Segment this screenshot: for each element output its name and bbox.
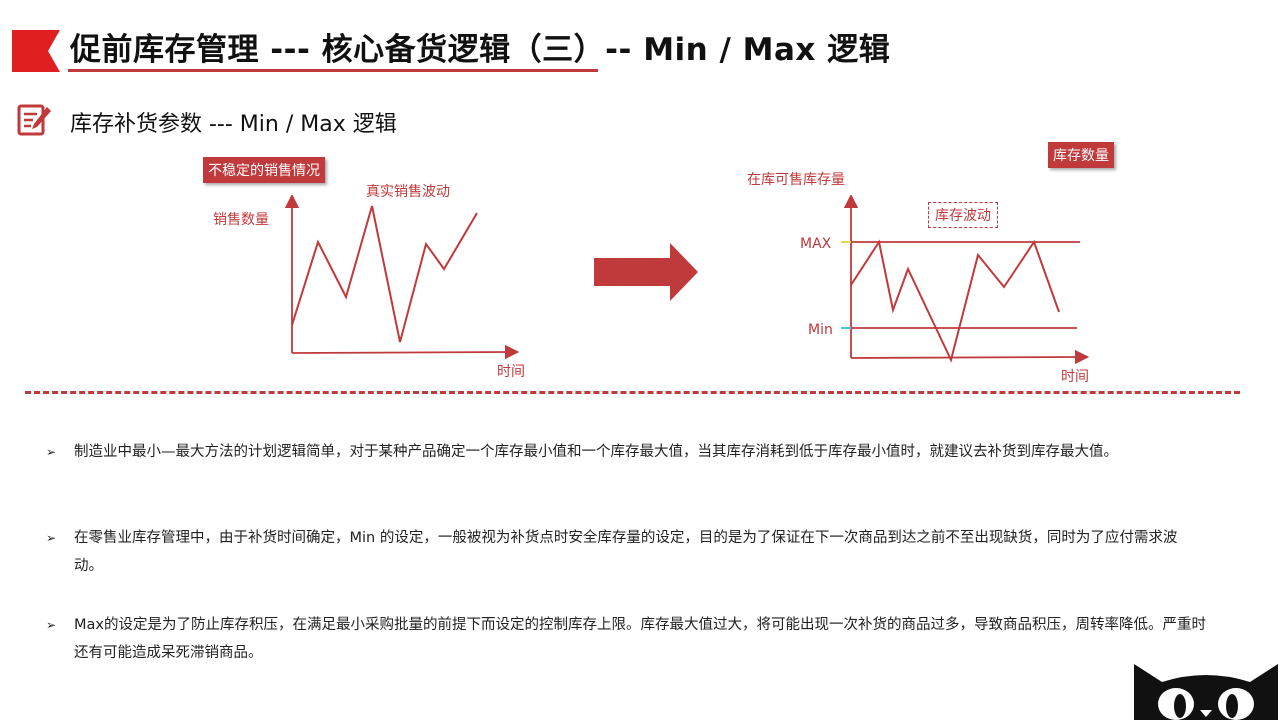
sales-fluctuation-line	[291, 205, 478, 343]
right-inventory-chart	[841, 195, 1090, 365]
right-chart-tag: 库存数量	[1048, 142, 1114, 168]
left-sales-chart	[284, 195, 520, 360]
right-chart-xlabel: 时间	[1061, 369, 1089, 385]
bullet-item: ➢ 制造业中最小—最大方法的计划逻辑简单，对于某种产品确定一个库存最小值和一个库…	[46, 438, 1206, 466]
max-label: MAX	[800, 236, 832, 252]
page-title: 促前库存管理 --- 核心备货逻辑（三）-- Min / Max 逻辑	[70, 32, 891, 68]
title-underline	[68, 69, 598, 72]
left-chart-annotation: 真实销售波动	[366, 184, 450, 200]
right-chart-ylabel: 在库可售库存量	[747, 172, 845, 188]
section-divider	[25, 391, 1240, 394]
min-label: Min	[808, 322, 833, 338]
left-chart-ylabel: 销售数量	[213, 212, 269, 228]
right-x-axis	[850, 349, 1090, 365]
inventory-fluctuation-line	[850, 239, 1060, 363]
left-chart-tag: 不稳定的销售情况	[203, 157, 325, 183]
bullet-arrow-icon: ➢	[46, 445, 57, 459]
bullet-item: ➢ Max的设定是为了防止库存积压，在满足最小采购批量的前提下而设定的控制库存上…	[46, 611, 1206, 667]
title-ribbon-icon	[12, 30, 60, 72]
left-x-axis	[291, 344, 520, 360]
left-chart-xlabel: 时间	[497, 364, 525, 380]
section-subtitle: 库存补货参数 --- Min / Max 逻辑	[70, 112, 397, 137]
right-chart-annotation: 库存波动	[928, 202, 998, 228]
transition-arrow-icon	[594, 243, 698, 301]
bullet-arrow-icon: ➢	[46, 531, 57, 545]
bullet-arrow-icon: ➢	[46, 618, 57, 632]
bullet-item: ➢ 在零售业库存管理中，由于补货时间确定，Min 的设定，一般被视为补货点时安全…	[46, 524, 1206, 580]
edit-document-icon	[17, 104, 51, 136]
cat-logo-icon	[1134, 664, 1278, 720]
